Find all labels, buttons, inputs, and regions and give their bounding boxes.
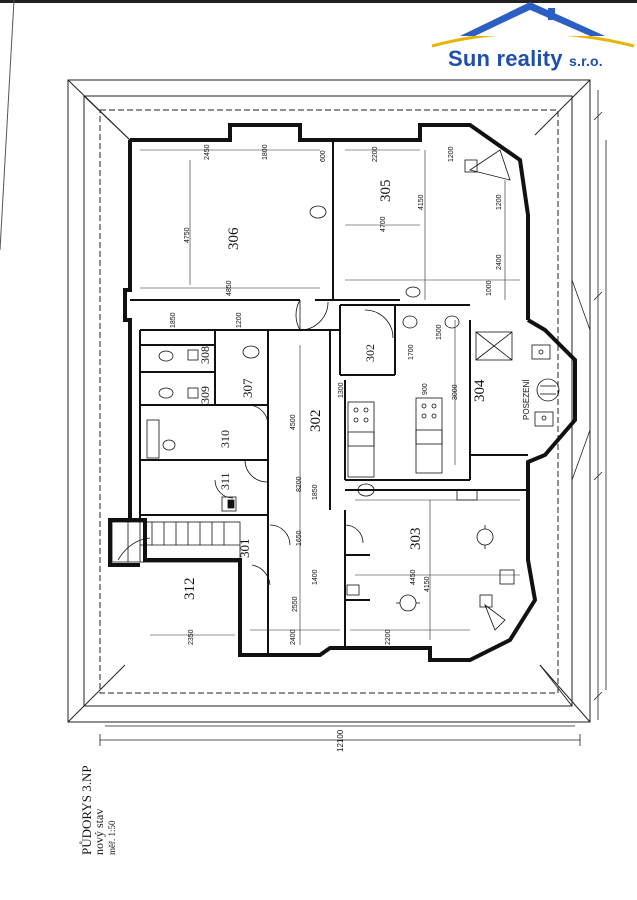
interior-dimension-lines	[140, 149, 520, 645]
dim-label: 2200	[385, 629, 392, 645]
drawing-title-block: PŮDORYS 3.NP nový stav měř. 1:50	[79, 765, 119, 856]
dim-label: 4500	[290, 414, 297, 430]
dim-label: 4450	[410, 569, 417, 585]
dimension-lines-right	[571, 90, 607, 720]
dim-label: 1200	[448, 146, 455, 162]
drawing-subtitle: nový stav	[92, 808, 106, 855]
room-309: 309	[198, 386, 212, 404]
dim-label: 8200	[296, 476, 303, 492]
room-306: 306	[226, 227, 242, 251]
dim-label: 1000	[486, 280, 493, 296]
logo-wordmark: Sun reality s.r.o.	[448, 46, 603, 72]
logo-suffix: s.r.o.	[569, 53, 603, 69]
room-307: 307	[240, 378, 255, 399]
logo-roof-icon	[431, 2, 635, 48]
exterior-walls	[108, 123, 577, 662]
scan-edge-left	[0, 0, 15, 251]
dim-label: 2350	[188, 629, 195, 645]
dimension-lines-bottom	[99, 725, 581, 746]
fixtures	[146, 149, 560, 631]
dim-label: 1400	[312, 569, 319, 585]
dim-label: 1200	[496, 194, 503, 210]
dim-label: 1300	[338, 382, 345, 398]
dim-label: 4700	[380, 216, 387, 232]
roof-outline	[67, 79, 591, 723]
room-305: 305	[378, 179, 394, 203]
dim-label: 900	[422, 383, 429, 395]
dim-label: 2550	[292, 596, 299, 612]
dim-label: 1800	[262, 144, 269, 160]
dim-label: 3000	[452, 384, 459, 400]
drawing-scale: měř. 1:50	[107, 820, 117, 856]
dim-label: 1650	[296, 530, 303, 546]
staircase-301	[111, 521, 241, 563]
room-302-small: 302	[363, 344, 377, 362]
room-308: 308	[198, 346, 212, 364]
dim-label: 4150	[418, 194, 425, 210]
dim-label: 1850	[170, 312, 177, 328]
logo-name: Sun reality	[448, 46, 563, 71]
dim-label: 4850	[226, 280, 233, 296]
dim-total-width: 12100	[336, 729, 345, 752]
dim-label: 600	[320, 150, 327, 162]
label-posezeni: POSEZENÍ	[522, 379, 531, 420]
dim-label: 2400	[290, 629, 297, 645]
scan-edge-top	[0, 0, 637, 3]
room-304: 304	[472, 379, 488, 403]
dim-label: 2450	[204, 144, 211, 160]
room-303: 303	[408, 527, 424, 551]
logo	[430, 0, 637, 80]
room-312: 312	[182, 577, 198, 601]
room-302-corridor: 302	[308, 409, 324, 433]
dim-label: 4750	[184, 227, 191, 243]
dim-label: 1500	[436, 324, 443, 340]
room-311: 311	[218, 472, 232, 490]
dim-label: 1700	[408, 344, 415, 360]
dim-label: 2400	[496, 254, 503, 270]
dim-label: 2200	[372, 146, 379, 162]
room-301: 301	[237, 538, 252, 559]
door-swings	[214, 299, 394, 586]
dim-label: 4150	[424, 576, 431, 592]
dim-label: 1200	[236, 312, 243, 328]
dim-label: 1850	[312, 484, 319, 500]
room-310: 310	[218, 430, 232, 448]
